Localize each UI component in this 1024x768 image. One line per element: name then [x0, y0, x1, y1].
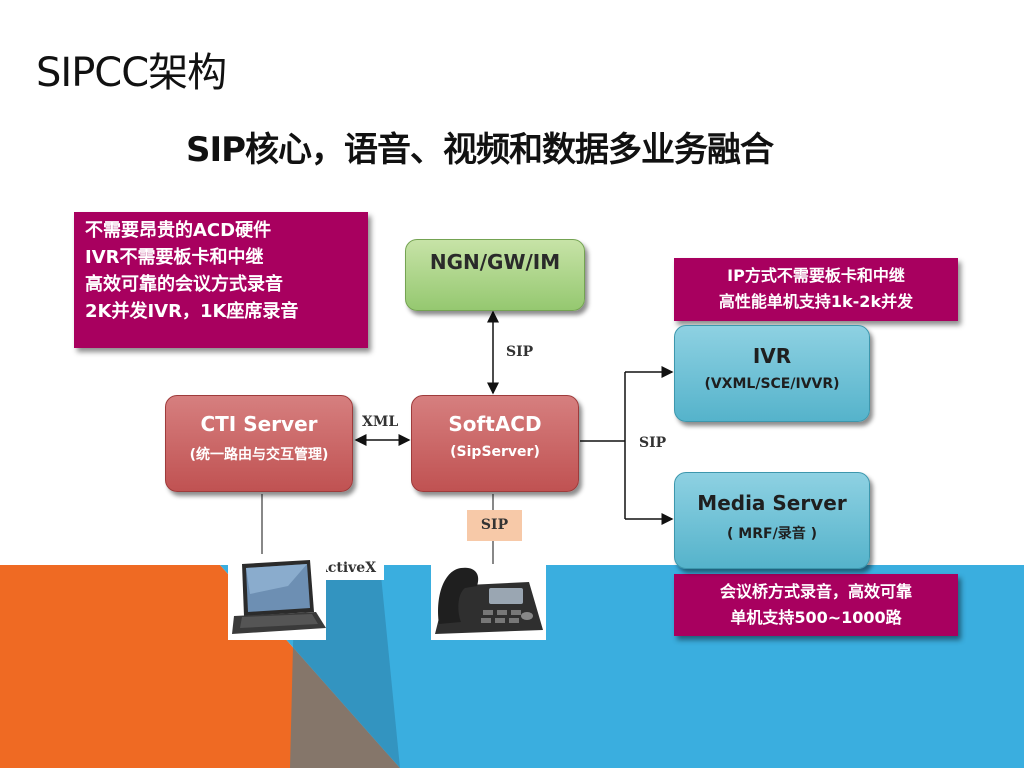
note-line: 单机支持500~1000路	[730, 608, 902, 627]
note-line: 会议桥方式录音，高效可靠	[719, 582, 912, 601]
sip-label-top: SIP	[506, 344, 534, 360]
slide-title: SIPCC架构	[36, 50, 227, 96]
slide-subtitle: SIP核心，语音、视频和数据多业务融合	[186, 130, 774, 170]
note-line: 高性能单机支持1k-2k并发	[718, 292, 914, 311]
node-label: SoftACD	[448, 412, 542, 436]
ivr-node: IVR (VXML/SCE/IVVR)	[674, 325, 870, 422]
xml-label: XML	[362, 414, 399, 430]
note-line: 不需要昂贵的ACD硬件	[85, 220, 272, 241]
sip-label-right: SIP	[639, 435, 667, 451]
node-sublabel: (VXML/SCE/IVVR)	[704, 376, 840, 392]
node-sublabel: (统一路由与交互管理)	[189, 447, 329, 463]
note-line: IP方式不需要板卡和中继	[727, 266, 905, 285]
note-line: IVR不需要板卡和中继	[85, 247, 264, 268]
ip-phone-icon	[431, 564, 546, 640]
media-server-node: Media Server ( MRF/录音 )	[674, 472, 870, 569]
laptop-icon	[228, 554, 326, 640]
note-bottom-right: 会议桥方式录音，高效可靠 单机支持500~1000路	[674, 574, 958, 636]
node-sublabel: (SipServer)	[450, 444, 540, 460]
node-sublabel: ( MRF/录音 )	[727, 526, 817, 542]
note-line: 高效可靠的会议方式录音	[85, 274, 283, 295]
note-top-right: IP方式不需要板卡和中继 高性能单机支持1k-2k并发	[674, 258, 958, 321]
note-top-left: 不需要昂贵的ACD硬件 IVR不需要板卡和中继 高效可靠的会议方式录音 2K并发…	[74, 212, 368, 348]
note-line: 2K并发IVR，1K座席录音	[85, 301, 299, 322]
sip-label-bottom: SIP	[467, 510, 522, 541]
node-label: CTI Server	[200, 412, 318, 436]
ngn-gw-im-node: NGN/GW/IM	[405, 239, 585, 311]
cti-server-node: CTI Server (统一路由与交互管理)	[165, 395, 353, 492]
node-label: IVR	[752, 344, 792, 368]
softacd-node: SoftACD (SipServer)	[411, 395, 579, 492]
node-label: NGN/GW/IM	[429, 250, 561, 274]
node-label: Media Server	[697, 491, 847, 515]
